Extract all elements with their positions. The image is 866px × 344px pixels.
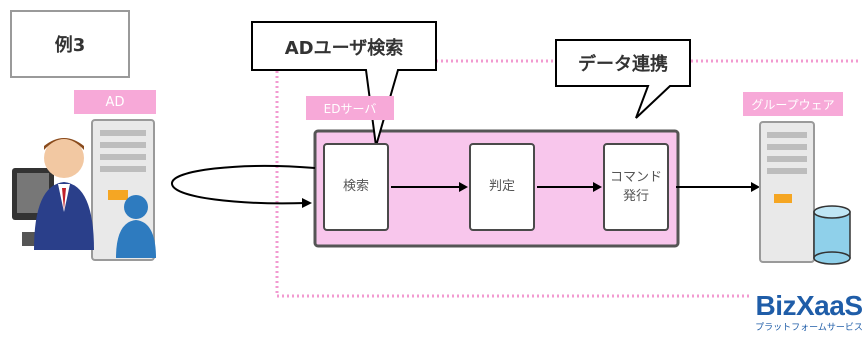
user-silhouette-icon (116, 195, 156, 258)
user-at-desk-icon (12, 138, 94, 250)
callout-data-integration (555, 39, 691, 119)
stage-judge: 判定 (469, 143, 535, 231)
groupware-server-icon (759, 121, 815, 263)
stage-command-line2: 発行 (622, 189, 649, 204)
groupware-tag: グループウェア (743, 92, 843, 116)
cloud-boundary-left (275, 61, 752, 298)
arrow-head (459, 182, 468, 192)
arrow-head (593, 182, 602, 192)
ed-server-tag: EDサーバ (306, 96, 394, 120)
bizxaas-logo-tagline: プラットフォームサービス (755, 323, 863, 333)
database-icon (813, 205, 851, 265)
stage-command: コマンド 発行 (603, 143, 669, 231)
bizxaas-logo-name: BizXaaS (755, 290, 864, 321)
query-loop-arrow (171, 164, 316, 205)
callout-data-integration-text: データ連携 (578, 54, 668, 75)
stage-command-line1: コマンド (609, 169, 662, 185)
arrow-head (751, 182, 760, 192)
stage-search: 検索 (323, 143, 389, 231)
callout-ad-user-search-text: ADユーザ検索 (284, 38, 404, 59)
ad-tag: AD (74, 90, 156, 114)
bizxaas-logo: BizXaaS プラットフォームサービス (754, 290, 864, 342)
example-label: 例3 (10, 10, 130, 78)
